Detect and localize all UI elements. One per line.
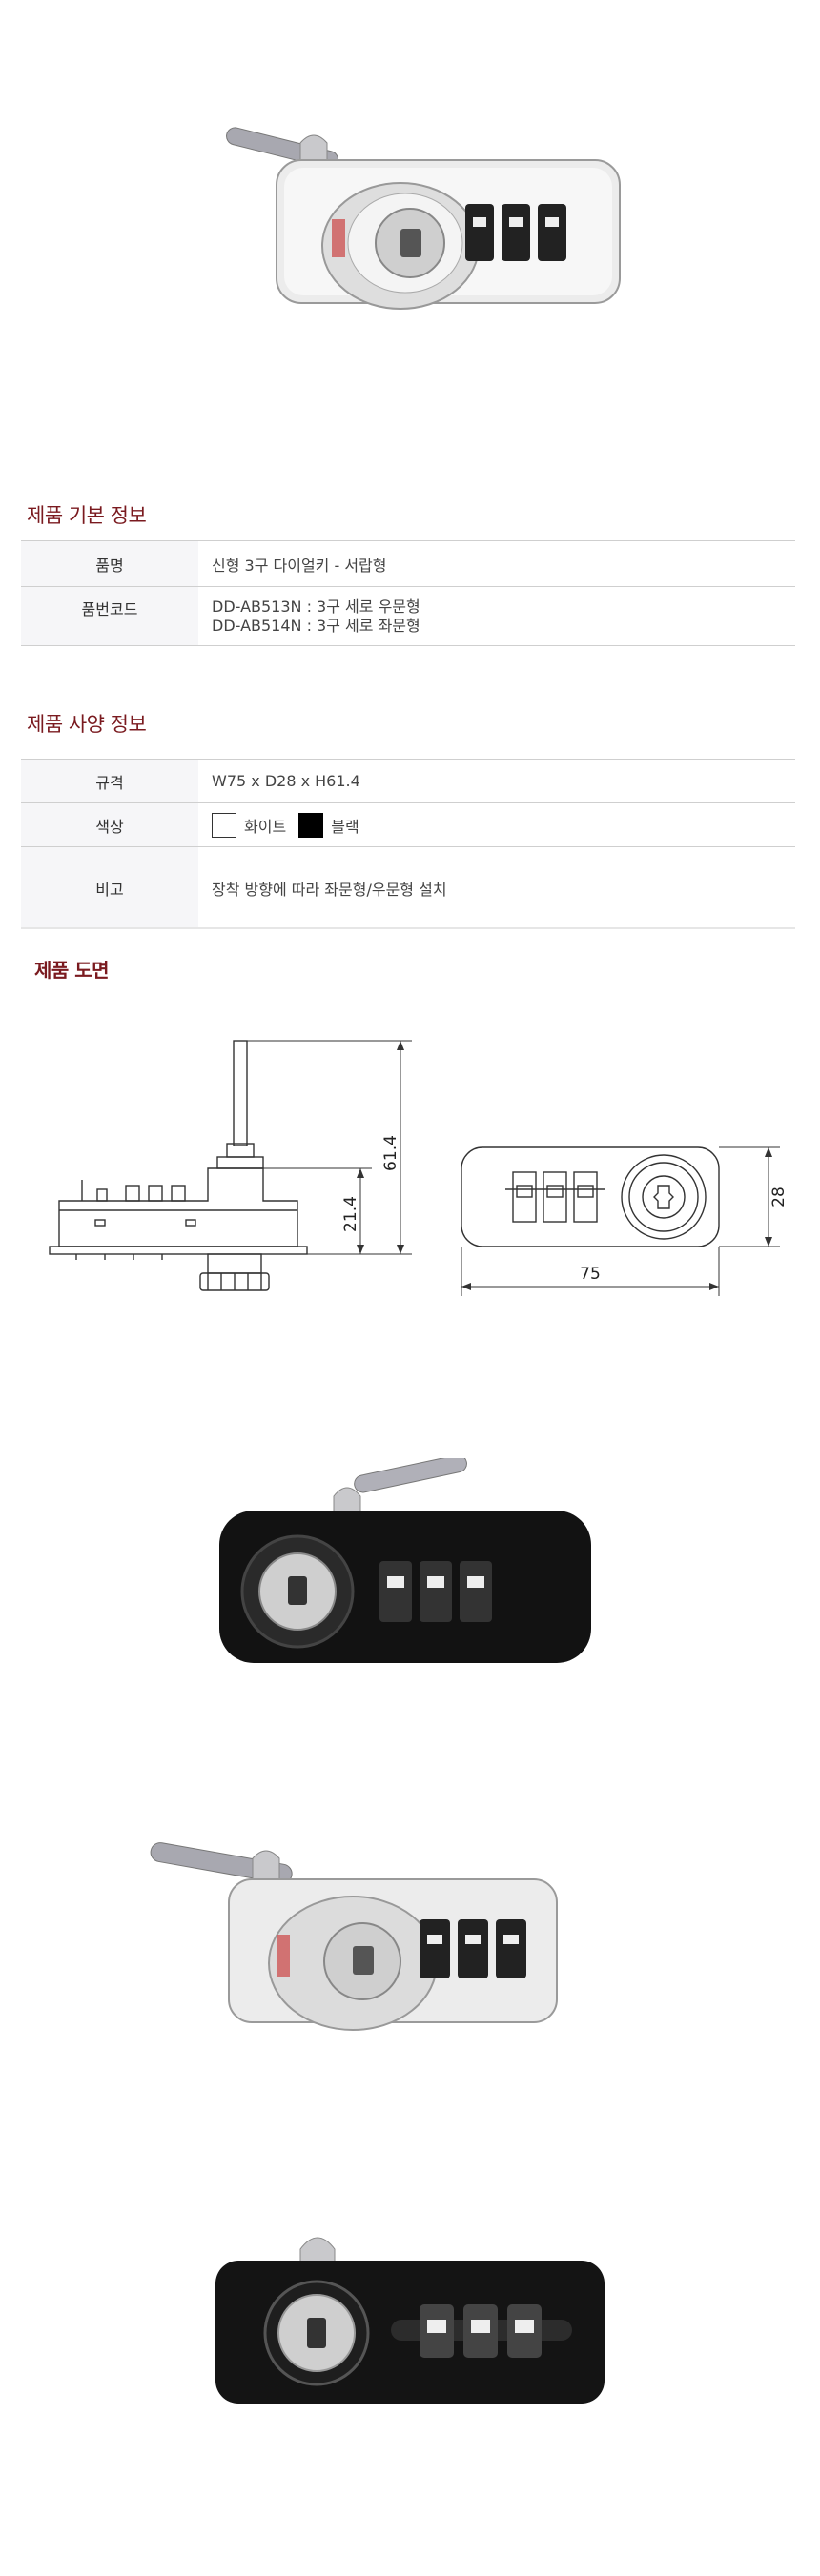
color-swatch-white <box>212 812 236 838</box>
row-value-note: 장착 방향에 따라 좌문형/우문형 설치 <box>198 846 795 929</box>
dim-label-width: 75 <box>580 1265 601 1284</box>
row-label-product-code: 품번코드 <box>21 586 198 646</box>
product-image-white-2 <box>150 1842 558 2031</box>
row-value-size: W75 x D28 x H61.4 <box>198 759 795 803</box>
dim-label-depth: 28 <box>769 1187 789 1207</box>
color-swatch-black <box>298 812 324 838</box>
basic-info-title: 제품 기본 정보 <box>27 504 147 527</box>
color-label-white: 화이트 <box>244 817 287 836</box>
row-value-product-name: 신형 3구 다이얼키 - 서랍형 <box>198 540 795 587</box>
spec-info-title: 제품 사양 정보 <box>27 713 147 736</box>
drawing-side-view: 61.4 21.4 <box>49 1040 412 1291</box>
product-image-black-2 <box>215 2237 605 2404</box>
drawing-front-view: 28 75 <box>461 1146 789 1296</box>
color-label-black: 블랙 <box>331 817 359 836</box>
table-row: 규격 W75 x D28 x H61.4 <box>21 759 795 803</box>
dim-label-height-total: 61.4 <box>381 1135 400 1171</box>
row-label-product-name: 품명 <box>21 540 198 587</box>
table-row: 색상 화이트 블랙 <box>21 802 795 847</box>
section-divider <box>21 927 795 929</box>
product-image-white-top <box>226 127 621 310</box>
basic-info-table: 품명 신형 3구 다이얼키 - 서랍형 품번코드 DD-AB513N : 3구 … <box>21 540 795 646</box>
product-image-black-1 <box>219 1458 591 1663</box>
drawing-title: 제품 도면 <box>34 959 110 982</box>
row-value-product-code-1: DD-AB513N : 3구 세로 우문형 <box>212 597 420 616</box>
table-row: 품명 신형 3구 다이얼키 - 서랍형 <box>21 540 795 587</box>
table-row: 품번코드 DD-AB513N : 3구 세로 우문형 DD-AB514N : 3… <box>21 586 795 646</box>
row-label-color: 색상 <box>21 802 198 847</box>
row-label-size: 규격 <box>21 759 198 803</box>
table-row: 비고 장착 방향에 따라 좌문형/우문형 설치 <box>21 846 795 929</box>
spec-info-table: 규격 W75 x D28 x H61.4 색상 화이트 블랙 비고 장착 방향에… <box>21 759 795 929</box>
dim-label-height-partial: 21.4 <box>341 1196 360 1232</box>
row-label-note: 비고 <box>21 846 198 929</box>
row-value-product-code-2: DD-AB514N : 3구 세로 좌문형 <box>212 616 420 635</box>
